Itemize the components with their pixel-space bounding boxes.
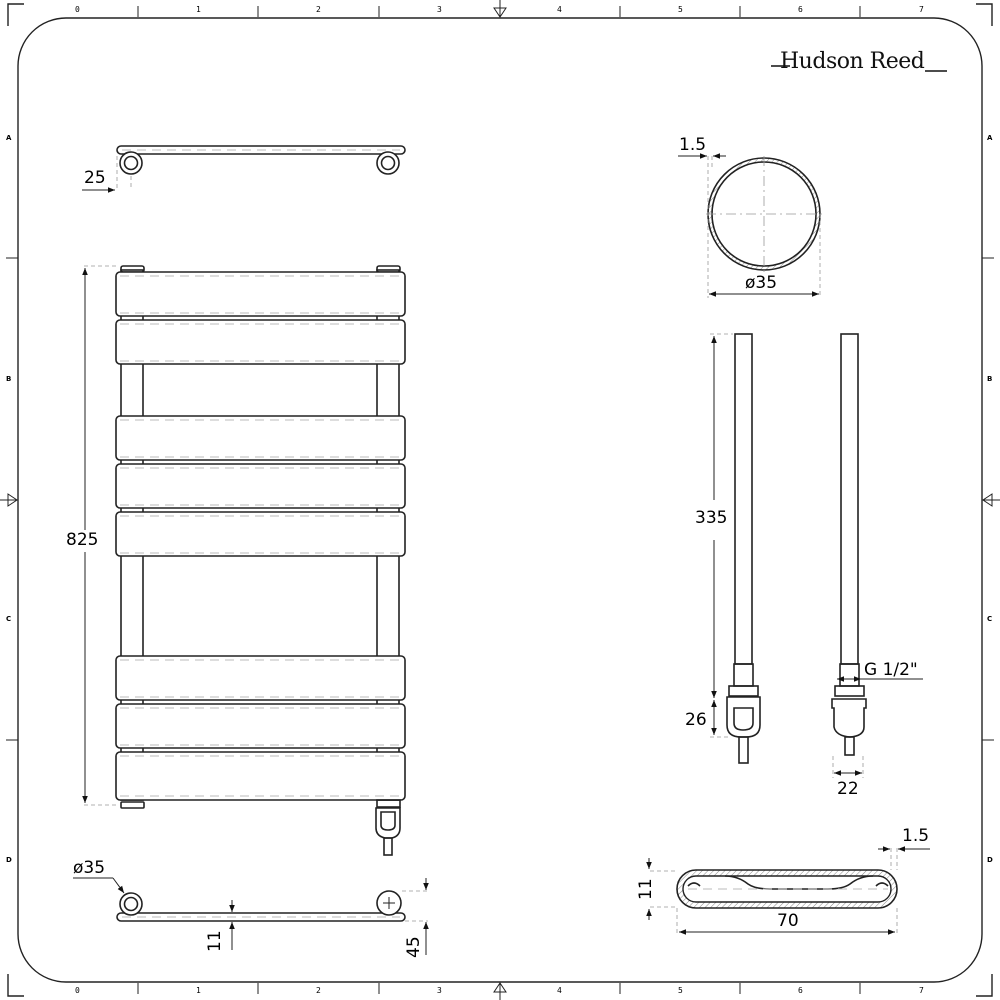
towel-bars (115, 271, 406, 801)
front-view (82, 265, 406, 856)
pipe-section (678, 153, 822, 298)
heating-element-views (710, 333, 923, 778)
right-ruler (982, 257, 1000, 741)
left-ruler (0, 257, 18, 741)
bottom-ruler (137, 982, 861, 1000)
top-view (82, 145, 406, 193)
bottom-view (73, 877, 429, 955)
bar-hidden-lines (120, 275, 402, 797)
frame-corners (7, 3, 993, 997)
heating-element-small (375, 799, 401, 856)
bar-section (646, 846, 930, 935)
top-ruler (137, 0, 861, 18)
